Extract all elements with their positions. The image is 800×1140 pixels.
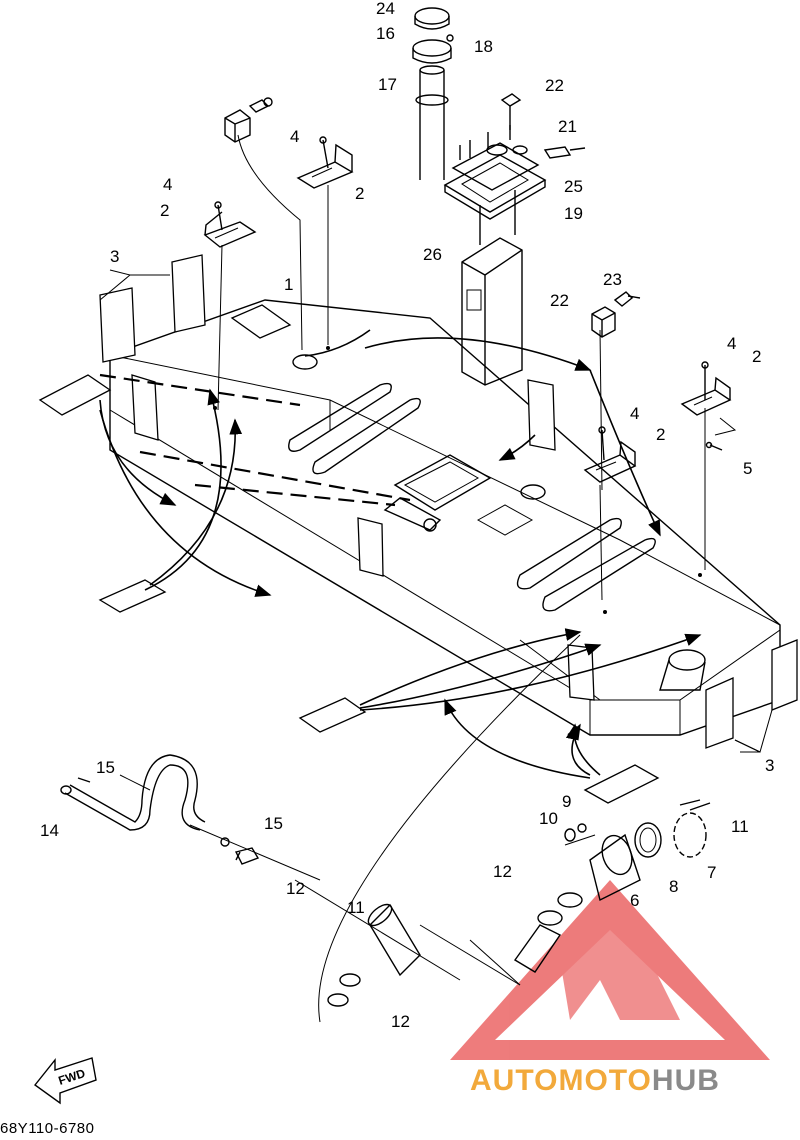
pad-3l xyxy=(583,764,660,804)
callout-3b: 3 xyxy=(765,756,774,775)
connector-23 xyxy=(543,146,586,159)
tank-pads xyxy=(38,254,798,804)
sensor-upper-left xyxy=(224,97,273,143)
screw-4-right xyxy=(701,361,709,400)
screw-4-top xyxy=(319,136,329,169)
watermark-text: AUTOMOTOHUB xyxy=(470,1064,720,1097)
bracket-2-left xyxy=(203,211,257,248)
callout-26: 23 xyxy=(603,270,622,289)
bracket-2-top xyxy=(296,143,354,189)
leader-lines xyxy=(99,134,773,1023)
sensor-24 xyxy=(500,93,522,130)
callout-4d: 4 xyxy=(630,404,639,423)
ring-7 xyxy=(673,812,707,858)
bolt-5 xyxy=(705,441,723,451)
clip-18 xyxy=(77,777,91,783)
callout-3a: 3 xyxy=(110,247,119,266)
sensor-25 xyxy=(591,306,616,338)
callout-24: 22 xyxy=(545,76,564,95)
callout-25: 22 xyxy=(550,291,569,310)
plate-28 xyxy=(451,125,540,191)
screws-11 xyxy=(679,799,711,811)
pad-3k xyxy=(771,639,798,711)
callout-2d: 2 xyxy=(656,425,665,444)
clamps-14 xyxy=(327,892,583,1007)
callout-4a: 4 xyxy=(290,127,299,146)
washer-10 xyxy=(564,828,576,842)
callout-21: 18 xyxy=(474,37,493,56)
diagram-code: 68Y110-6780 xyxy=(0,1120,95,1137)
callout-2c: 2 xyxy=(752,347,761,366)
fwd-direction-arrow: FWD xyxy=(33,1057,97,1105)
callout-9: 9 xyxy=(562,792,571,811)
callout-4c: 4 xyxy=(727,334,736,353)
clamp-17 xyxy=(220,837,230,847)
pad-3b xyxy=(99,287,136,363)
pad-3c xyxy=(171,254,206,333)
callout-20: 17 xyxy=(378,75,397,94)
callout-23: 21 xyxy=(558,117,577,136)
pad-3j xyxy=(705,676,734,749)
pad-3a xyxy=(38,374,112,416)
callout-12: 11 xyxy=(347,898,365,917)
callout-7: 7 xyxy=(707,863,716,882)
hose-12 xyxy=(367,903,421,977)
callout-28: 25 xyxy=(564,177,583,196)
fitting-26 xyxy=(613,291,641,307)
bracket-2-right xyxy=(680,376,732,416)
filler-neck-6 xyxy=(589,833,641,902)
callout-14b: 12 xyxy=(391,1012,410,1031)
watermark-logo xyxy=(450,880,770,1060)
cap-27 xyxy=(414,7,450,30)
nut-9 xyxy=(577,823,587,833)
pad-3f xyxy=(527,379,556,451)
assembly-arrows xyxy=(99,329,702,779)
callout-15: 12 xyxy=(286,879,305,898)
callout-1: 1 xyxy=(284,275,293,294)
tube-20 xyxy=(415,65,449,180)
pad-3g xyxy=(357,517,384,577)
fuel-tank-body xyxy=(109,299,781,736)
callout-5: 5 xyxy=(743,459,752,478)
callout-14a: 12 xyxy=(493,862,512,881)
callout-19: 16 xyxy=(376,24,395,43)
callout-22: 19 xyxy=(564,204,583,223)
callout-4b: 4 xyxy=(163,175,172,194)
pad-1 xyxy=(230,304,292,339)
screw-4-left xyxy=(214,201,223,231)
bracket-2-center xyxy=(583,440,637,483)
callout-18: 15 xyxy=(96,758,115,777)
callout-11: 11 xyxy=(731,817,749,836)
callouts: 24 16 18 17 22 21 25 19 26 4 2 4 2 3 1 2… xyxy=(40,0,774,1031)
pad-3d xyxy=(131,374,159,441)
cap-19 xyxy=(412,34,454,64)
callout-2a: 2 xyxy=(355,184,364,203)
callout-2b: 2 xyxy=(160,201,169,220)
callout-8: 8 xyxy=(669,877,678,896)
callout-16: 14 xyxy=(40,821,59,840)
screw-4-center xyxy=(598,426,606,461)
cover-29 xyxy=(461,237,523,386)
callout-10: 10 xyxy=(539,809,558,828)
mount-plate-22 xyxy=(443,154,547,245)
callout-6: 6 xyxy=(630,891,639,910)
pad-3h xyxy=(298,697,367,733)
callout-17: 15 xyxy=(264,814,283,833)
callout-27: 24 xyxy=(376,0,395,18)
callout-29: 26 xyxy=(423,245,442,264)
watermark-automoto: AUTOMOTO xyxy=(470,1064,652,1097)
watermark-hub: HUB xyxy=(652,1064,720,1097)
hose-16 xyxy=(60,754,206,831)
gasket-8 xyxy=(634,822,662,858)
fitting-15 xyxy=(234,847,260,865)
